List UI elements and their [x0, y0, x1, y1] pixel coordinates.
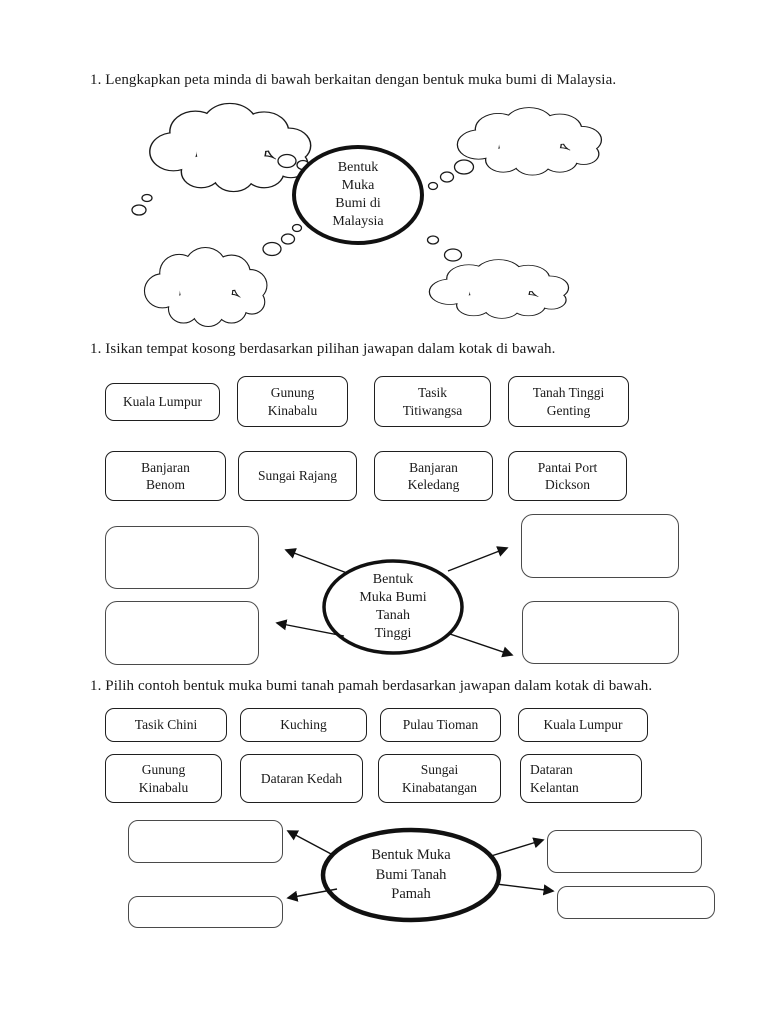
word-bank-item: Sungai Rajang: [238, 451, 357, 501]
word-bank-item: Pulau Tioman: [380, 708, 501, 742]
center-label-malaysia: Bentuk Muka Bumi di Malaysia: [332, 160, 384, 229]
blank-answer-box: [128, 896, 283, 928]
blank-answer-box: [547, 830, 702, 873]
word-bank-item: Banjaran Keledang: [374, 451, 493, 501]
word-bank-item: Dataran Kelantan: [520, 754, 642, 803]
word-bank-item: Kuala Lumpur: [105, 383, 220, 421]
thought-cloud-top-left-icon: [151, 104, 310, 191]
blank-answer-box: [105, 526, 259, 589]
blank-answer-box: [557, 886, 715, 919]
word-bank-item: Dataran Kedah: [240, 754, 363, 803]
center-label-tanah-tinggi: Bentuk Muka Bumi Tanah Tinggi: [359, 572, 427, 641]
center-label-tanah-pamah: Bentuk Muka Bumi Tanah Pamah: [371, 847, 451, 902]
question-2-instruction: 1. Isikan tempat kosong berdasarkan pili…: [90, 341, 556, 357]
word-bank-item: Banjaran Benom: [105, 451, 226, 501]
blank-answer-box: [522, 601, 679, 664]
question-3-instruction: 1. Pilih contoh bentuk muka bumi tanah p…: [90, 678, 653, 694]
word-bank-item: Pantai Port Dickson: [508, 451, 627, 501]
blank-answer-box: [105, 601, 259, 665]
word-bank-item: Sungai Kinabatangan: [378, 754, 501, 803]
word-bank-item: Kuala Lumpur: [518, 708, 648, 742]
word-bank-item: Gunung Kinabalu: [237, 376, 348, 427]
question-1-instruction: 1. Lengkapkan peta minda di bawah berkai…: [90, 72, 617, 88]
word-bank-item: Kuching: [240, 708, 367, 742]
word-bank-item: Gunung Kinabalu: [105, 754, 222, 803]
blank-answer-box: [128, 820, 283, 863]
word-bank-item: Tasik Titiwangsa: [374, 376, 491, 427]
thought-cloud-bottom-left-icon: [145, 248, 266, 326]
word-bank-item: Tasik Chini: [105, 708, 227, 742]
thought-cloud-bottom-right-icon: [430, 260, 568, 318]
thought-cloud-top-right-icon: [458, 108, 601, 175]
word-bank-item: Tanah Tinggi Genting: [508, 376, 629, 427]
blank-answer-box: [521, 514, 679, 578]
